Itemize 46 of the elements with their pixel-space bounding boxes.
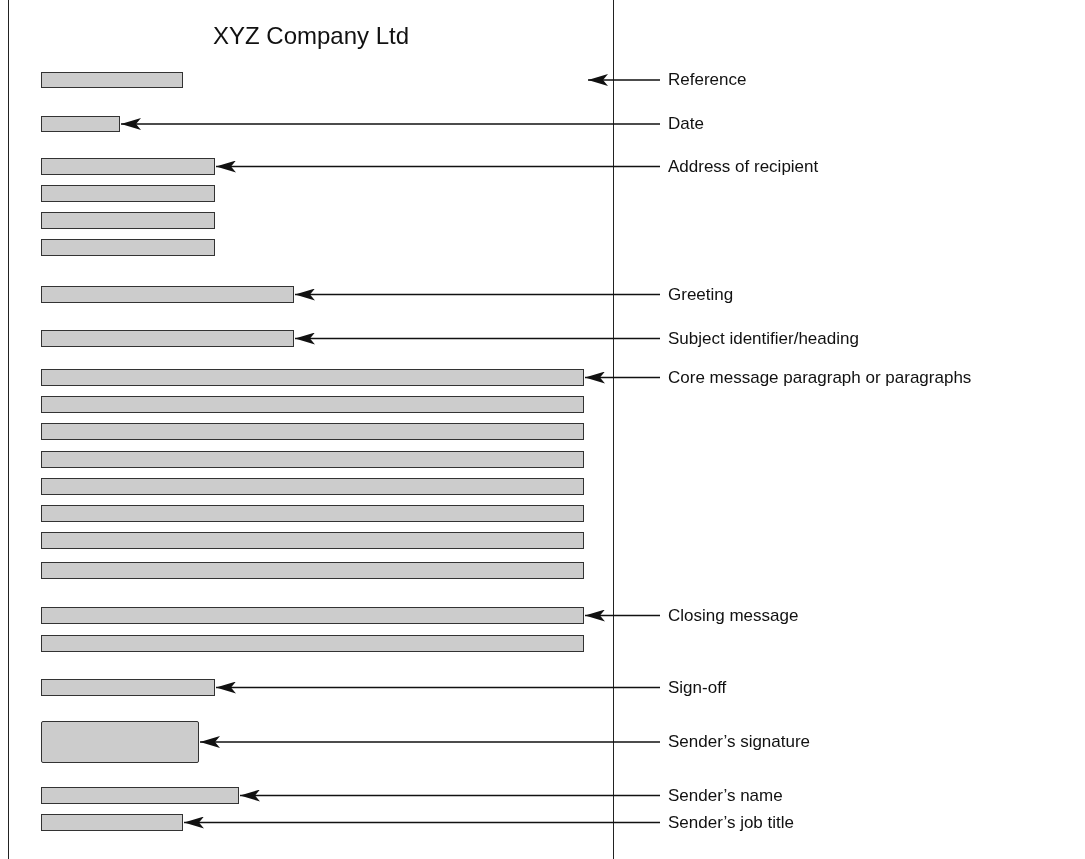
text-placeholder-bar (41, 239, 215, 256)
text-placeholder-bar (41, 478, 584, 495)
text-placeholder-bar (41, 116, 120, 132)
callout-label: Date (668, 114, 704, 134)
text-placeholder-bar (41, 72, 183, 88)
callout-label: Sender’s job title (668, 812, 794, 833)
leader-line (294, 332, 661, 345)
text-placeholder-bar (41, 635, 584, 652)
callout-label: Address of recipient (668, 156, 819, 177)
leader-line (183, 816, 661, 829)
callout-label: Reference (668, 70, 747, 90)
text-placeholder-bar (41, 532, 584, 549)
text-placeholder-bar (41, 212, 215, 229)
text-placeholder-bar (41, 158, 215, 175)
text-placeholder-bar (41, 286, 294, 303)
callout-label: Sign-off (668, 677, 727, 698)
letterhead-text: XYZ Company Ltd (212, 22, 410, 50)
callout-label: Greeting (668, 284, 734, 305)
leader-line (239, 789, 661, 802)
text-placeholder-bar (41, 505, 584, 522)
text-placeholder-bar (41, 679, 215, 696)
text-placeholder-bar (41, 423, 584, 440)
callout-label: Subject identifier/heading (668, 328, 859, 349)
leader-line (215, 681, 661, 694)
callout-label: Sender’s name (668, 785, 783, 806)
signature-placeholder (41, 721, 199, 763)
text-placeholder-bar (41, 396, 584, 413)
text-placeholder-bar (41, 562, 584, 579)
text-placeholder-bar (41, 607, 584, 624)
leader-line (294, 288, 661, 301)
leader-line (587, 74, 661, 86)
text-placeholder-bar (41, 451, 584, 468)
text-placeholder-bar (41, 185, 215, 202)
text-placeholder-bar (41, 814, 183, 831)
text-placeholder-bar (41, 787, 239, 804)
leader-line (584, 371, 661, 384)
text-placeholder-bar (41, 369, 584, 386)
leader-line (584, 609, 661, 622)
callout-label: Closing message (668, 605, 799, 626)
leader-line (120, 118, 661, 130)
callout-label: Core message paragraph or paragraphs (668, 367, 972, 388)
letter-page (8, 0, 614, 859)
text-placeholder-bar (41, 330, 294, 347)
leader-line (199, 736, 661, 748)
leader-line (215, 160, 661, 173)
callout-label: Sender’s signature (668, 732, 811, 752)
